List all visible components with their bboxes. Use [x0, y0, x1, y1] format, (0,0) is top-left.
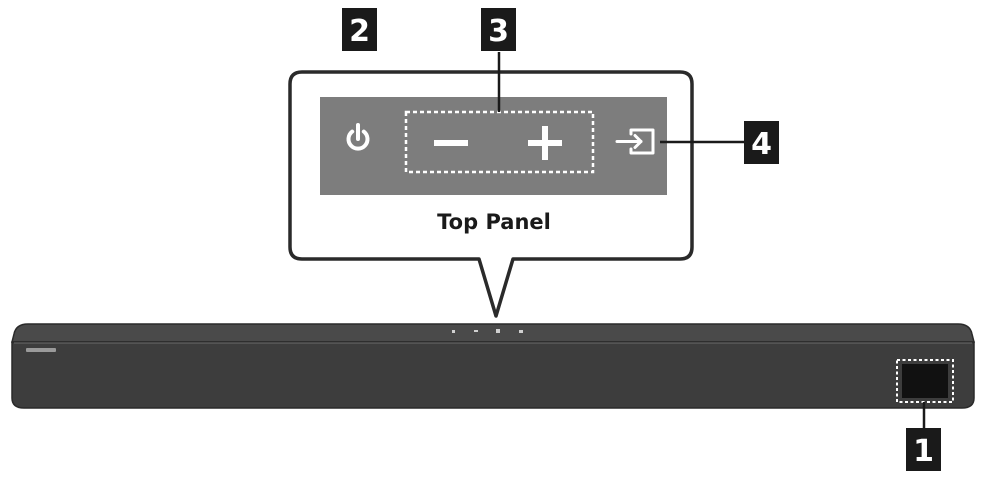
display-dashed-box — [896, 359, 954, 403]
callout-2: 2 — [342, 8, 377, 51]
brand-logo — [26, 348, 56, 352]
top-panel-title: Top Panel — [437, 210, 551, 234]
callout-3: 3 — [481, 8, 516, 51]
soundbar-front — [11, 341, 975, 409]
source-input-icon — [615, 128, 655, 155]
minus-icon — [434, 140, 468, 146]
power-icon — [346, 123, 370, 151]
callout-4: 4 — [744, 121, 779, 164]
svg-text:4: 4 — [751, 127, 772, 162]
display-window — [902, 364, 948, 398]
callout-1: 1 — [906, 428, 941, 471]
svg-text:1: 1 — [913, 434, 934, 469]
soundbar — [11, 323, 975, 409]
top-panel-strip — [320, 97, 667, 195]
soundbar-top-surface — [11, 323, 975, 343]
plus-icon — [528, 126, 562, 160]
soundbar-top-buttons — [452, 329, 523, 333]
svg-text:3: 3 — [488, 14, 509, 49]
svg-text:2: 2 — [349, 14, 370, 49]
